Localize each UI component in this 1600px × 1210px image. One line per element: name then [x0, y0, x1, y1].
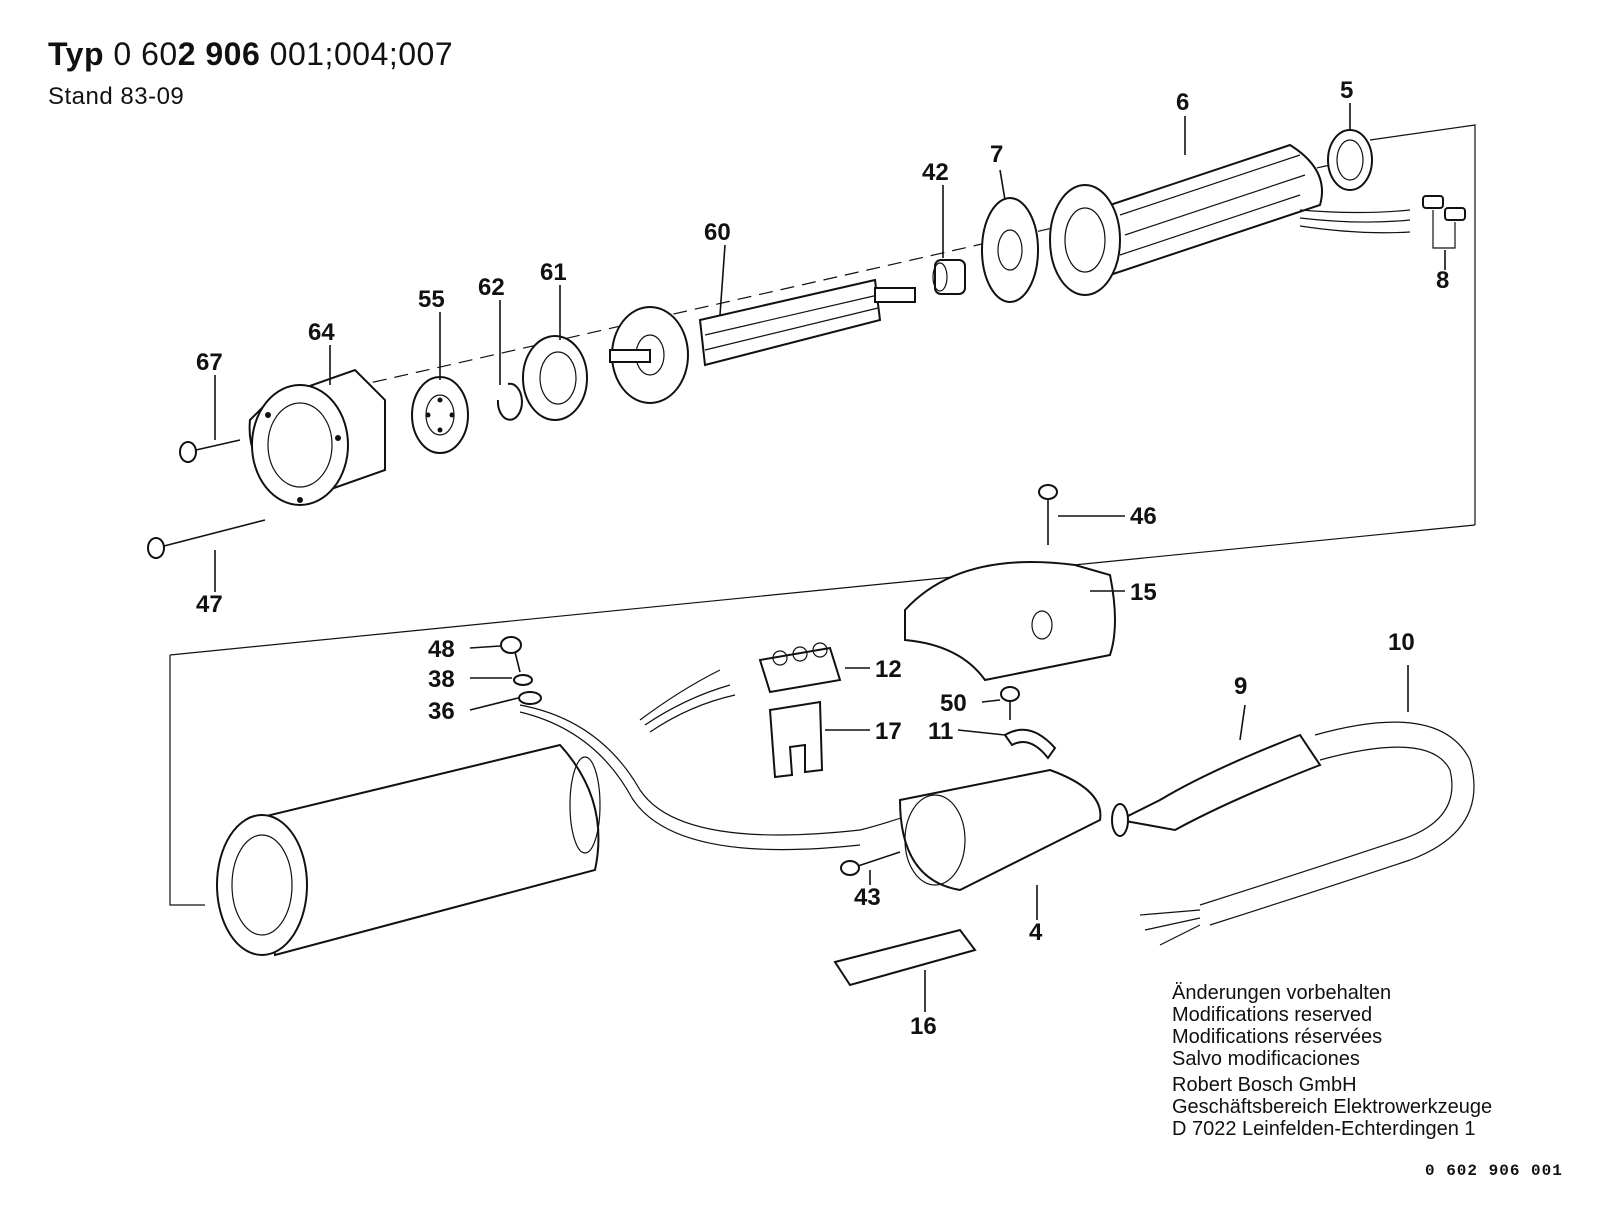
callout-12: 12 — [875, 656, 902, 683]
callout-7: 7 — [990, 141, 1003, 168]
part-64-bearing-housing — [248, 368, 386, 506]
callout-48: 48 — [428, 636, 455, 663]
motor-housing — [216, 669, 981, 957]
document-number: 0 602 906 001 — [1425, 1162, 1563, 1180]
company-address: D 7022 Leinfelden-Echterdingen 1 — [1172, 1118, 1476, 1140]
part-11-cable-clamp — [1003, 728, 1057, 760]
callout-36: 36 — [428, 698, 455, 725]
part-8-brushes — [1422, 195, 1466, 249]
part-50-screw — [1000, 686, 1020, 720]
callout-43: 43 — [854, 884, 881, 911]
callout-10: 10 — [1388, 629, 1415, 656]
callout-5: 5 — [1340, 77, 1353, 104]
callout-42: 42 — [922, 159, 949, 186]
callout-46: 46 — [1130, 503, 1157, 530]
part-55-ball-bearing — [411, 376, 469, 454]
frame-top-right — [1369, 124, 1476, 525]
note-line-de: Änderungen vorbehalten — [1172, 982, 1392, 1004]
callout-64: 64 — [308, 319, 335, 346]
callout-47: 47 — [196, 591, 223, 618]
callout-38: 38 — [428, 666, 455, 693]
part-12-terminal-block — [758, 642, 842, 694]
callout-67: 67 — [196, 349, 223, 376]
part-42-bushing — [932, 259, 966, 295]
callout-11: 11 — [928, 718, 953, 745]
leader-lines — [214, 103, 1446, 1012]
frame-divider — [169, 524, 1476, 656]
stand-date: Stand 83-09 — [48, 83, 185, 110]
part-10-power-cable — [1139, 721, 1475, 946]
callout-61: 61 — [540, 259, 567, 286]
axis-line-top — [329, 164, 1331, 393]
notes-block: Änderungen vorbehalten Modifications res… — [1172, 982, 1492, 1140]
typ-variants: 001;004;007 — [269, 36, 454, 72]
callout-55: 55 — [418, 286, 445, 313]
callout-15: 15 — [1130, 579, 1157, 606]
part-67-screw — [179, 439, 241, 463]
part-16-nameplate — [833, 928, 977, 987]
type-designation: Typ 0 602 906 001;004;007 — [48, 36, 453, 73]
typ-number-b: 2 906 — [177, 36, 261, 72]
callout-62: 62 — [478, 274, 505, 301]
header: Typ 0 602 906 001;004;007 Stand 83-09 — [48, 36, 453, 111]
callout-9: 9 — [1234, 673, 1247, 700]
part-7-washer — [981, 197, 1039, 303]
callout-8: 8 — [1436, 267, 1449, 294]
typ-prefix: Typ — [48, 36, 105, 72]
callout-6: 6 — [1176, 89, 1189, 116]
part-48-38-36-hardware — [500, 636, 542, 705]
part-46-screw — [1038, 484, 1058, 545]
part-61-bearing-plate — [522, 335, 588, 421]
part-9-cable-grommet — [1111, 733, 1322, 837]
part-62-circlip — [496, 382, 523, 421]
part-47-long-screw — [147, 519, 266, 559]
note-line-es: Salvo modificaciones — [1172, 1048, 1360, 1070]
part-17-strain-relief — [768, 700, 824, 779]
part-5-ring — [1327, 129, 1373, 191]
company-name: Robert Bosch GmbH — [1172, 1074, 1357, 1096]
part-15-cover — [904, 561, 1116, 682]
callout-4: 4 — [1029, 919, 1043, 946]
callout-17: 17 — [875, 718, 902, 745]
part-6-field-coil — [1049, 143, 1411, 296]
frame-left — [169, 655, 205, 906]
callout-50: 50 — [940, 690, 967, 717]
part-60-armature — [609, 278, 916, 404]
callout-16: 16 — [910, 1013, 937, 1040]
part-4-handle-shell — [898, 768, 1102, 892]
part-43-screw — [840, 851, 901, 876]
typ-number-a: 0 60 — [113, 36, 178, 72]
note-line-fr: Modifications réservées — [1172, 1026, 1383, 1048]
note-line-en: Modifications reserved — [1172, 1004, 1373, 1026]
company-division: Geschäftsbereich Elektrowerkzeuge — [1172, 1096, 1493, 1118]
callout-60: 60 — [704, 219, 731, 246]
